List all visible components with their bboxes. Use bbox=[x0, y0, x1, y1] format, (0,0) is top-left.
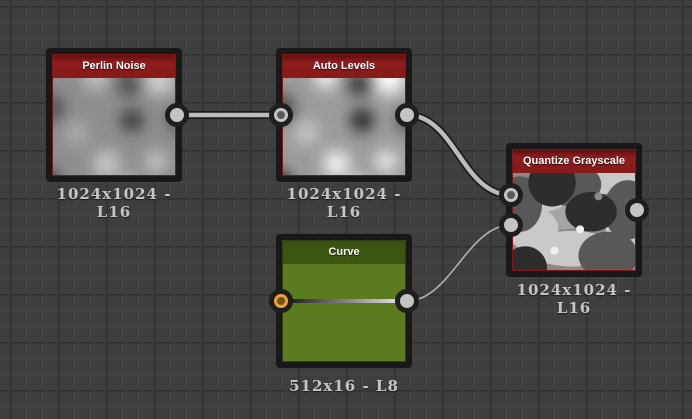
node-quantize-grayscale[interactable]: Quantize Grayscale bbox=[499, 143, 649, 277]
node-title-auto-levels: Auto Levels bbox=[283, 55, 405, 78]
curve-output-port[interactable] bbox=[395, 289, 419, 313]
perlin-noise-size-label: 1024x1024 - L16 bbox=[56, 185, 172, 221]
curve-gradient-line[interactable] bbox=[283, 299, 405, 303]
node-curve-body: Curve bbox=[282, 240, 406, 362]
quantize-grayscale-size-label: 1024x1024 - L16 bbox=[516, 281, 632, 317]
quantize-grayscale-texture bbox=[513, 173, 635, 270]
quantize-grayscale-input-port-2[interactable] bbox=[499, 213, 523, 237]
node-curve[interactable]: Curve bbox=[269, 234, 419, 368]
perlin-noise-texture bbox=[53, 78, 175, 175]
auto-levels-size-label: 1024x1024 - L16 bbox=[286, 185, 402, 221]
quantize-grayscale-preview bbox=[513, 173, 635, 270]
curve-input-port[interactable] bbox=[269, 289, 293, 313]
curve-size-label: 512x16 - L8 bbox=[289, 377, 399, 395]
auto-levels-input-port[interactable] bbox=[269, 103, 293, 127]
quantize-grayscale-input-port-1[interactable] bbox=[499, 183, 523, 207]
wire-autolevels-to-quantize[interactable] bbox=[403, 111, 515, 199]
auto-levels-texture bbox=[283, 78, 405, 175]
node-title-quantize-grayscale: Quantize Grayscale bbox=[513, 150, 635, 173]
node-perlin-noise[interactable]: Perlin Noise bbox=[46, 48, 189, 182]
node-auto-levels[interactable]: Auto Levels bbox=[269, 48, 419, 182]
perlin-noise-output-port[interactable] bbox=[165, 103, 189, 127]
node-title-curve: Curve bbox=[283, 241, 405, 264]
auto-levels-output-port[interactable] bbox=[395, 103, 419, 127]
quantize-grayscale-output-port[interactable] bbox=[625, 198, 649, 222]
curve-preview bbox=[283, 264, 405, 361]
auto-levels-preview bbox=[283, 78, 405, 175]
wire-curve-to-quantize[interactable] bbox=[406, 224, 512, 302]
node-perlin-noise-body: Perlin Noise bbox=[52, 54, 176, 176]
perlin-noise-preview bbox=[53, 78, 175, 175]
node-quantize-grayscale-body: Quantize Grayscale bbox=[512, 149, 636, 271]
node-title-perlin-noise: Perlin Noise bbox=[53, 55, 175, 78]
node-auto-levels-body: Auto Levels bbox=[282, 54, 406, 176]
